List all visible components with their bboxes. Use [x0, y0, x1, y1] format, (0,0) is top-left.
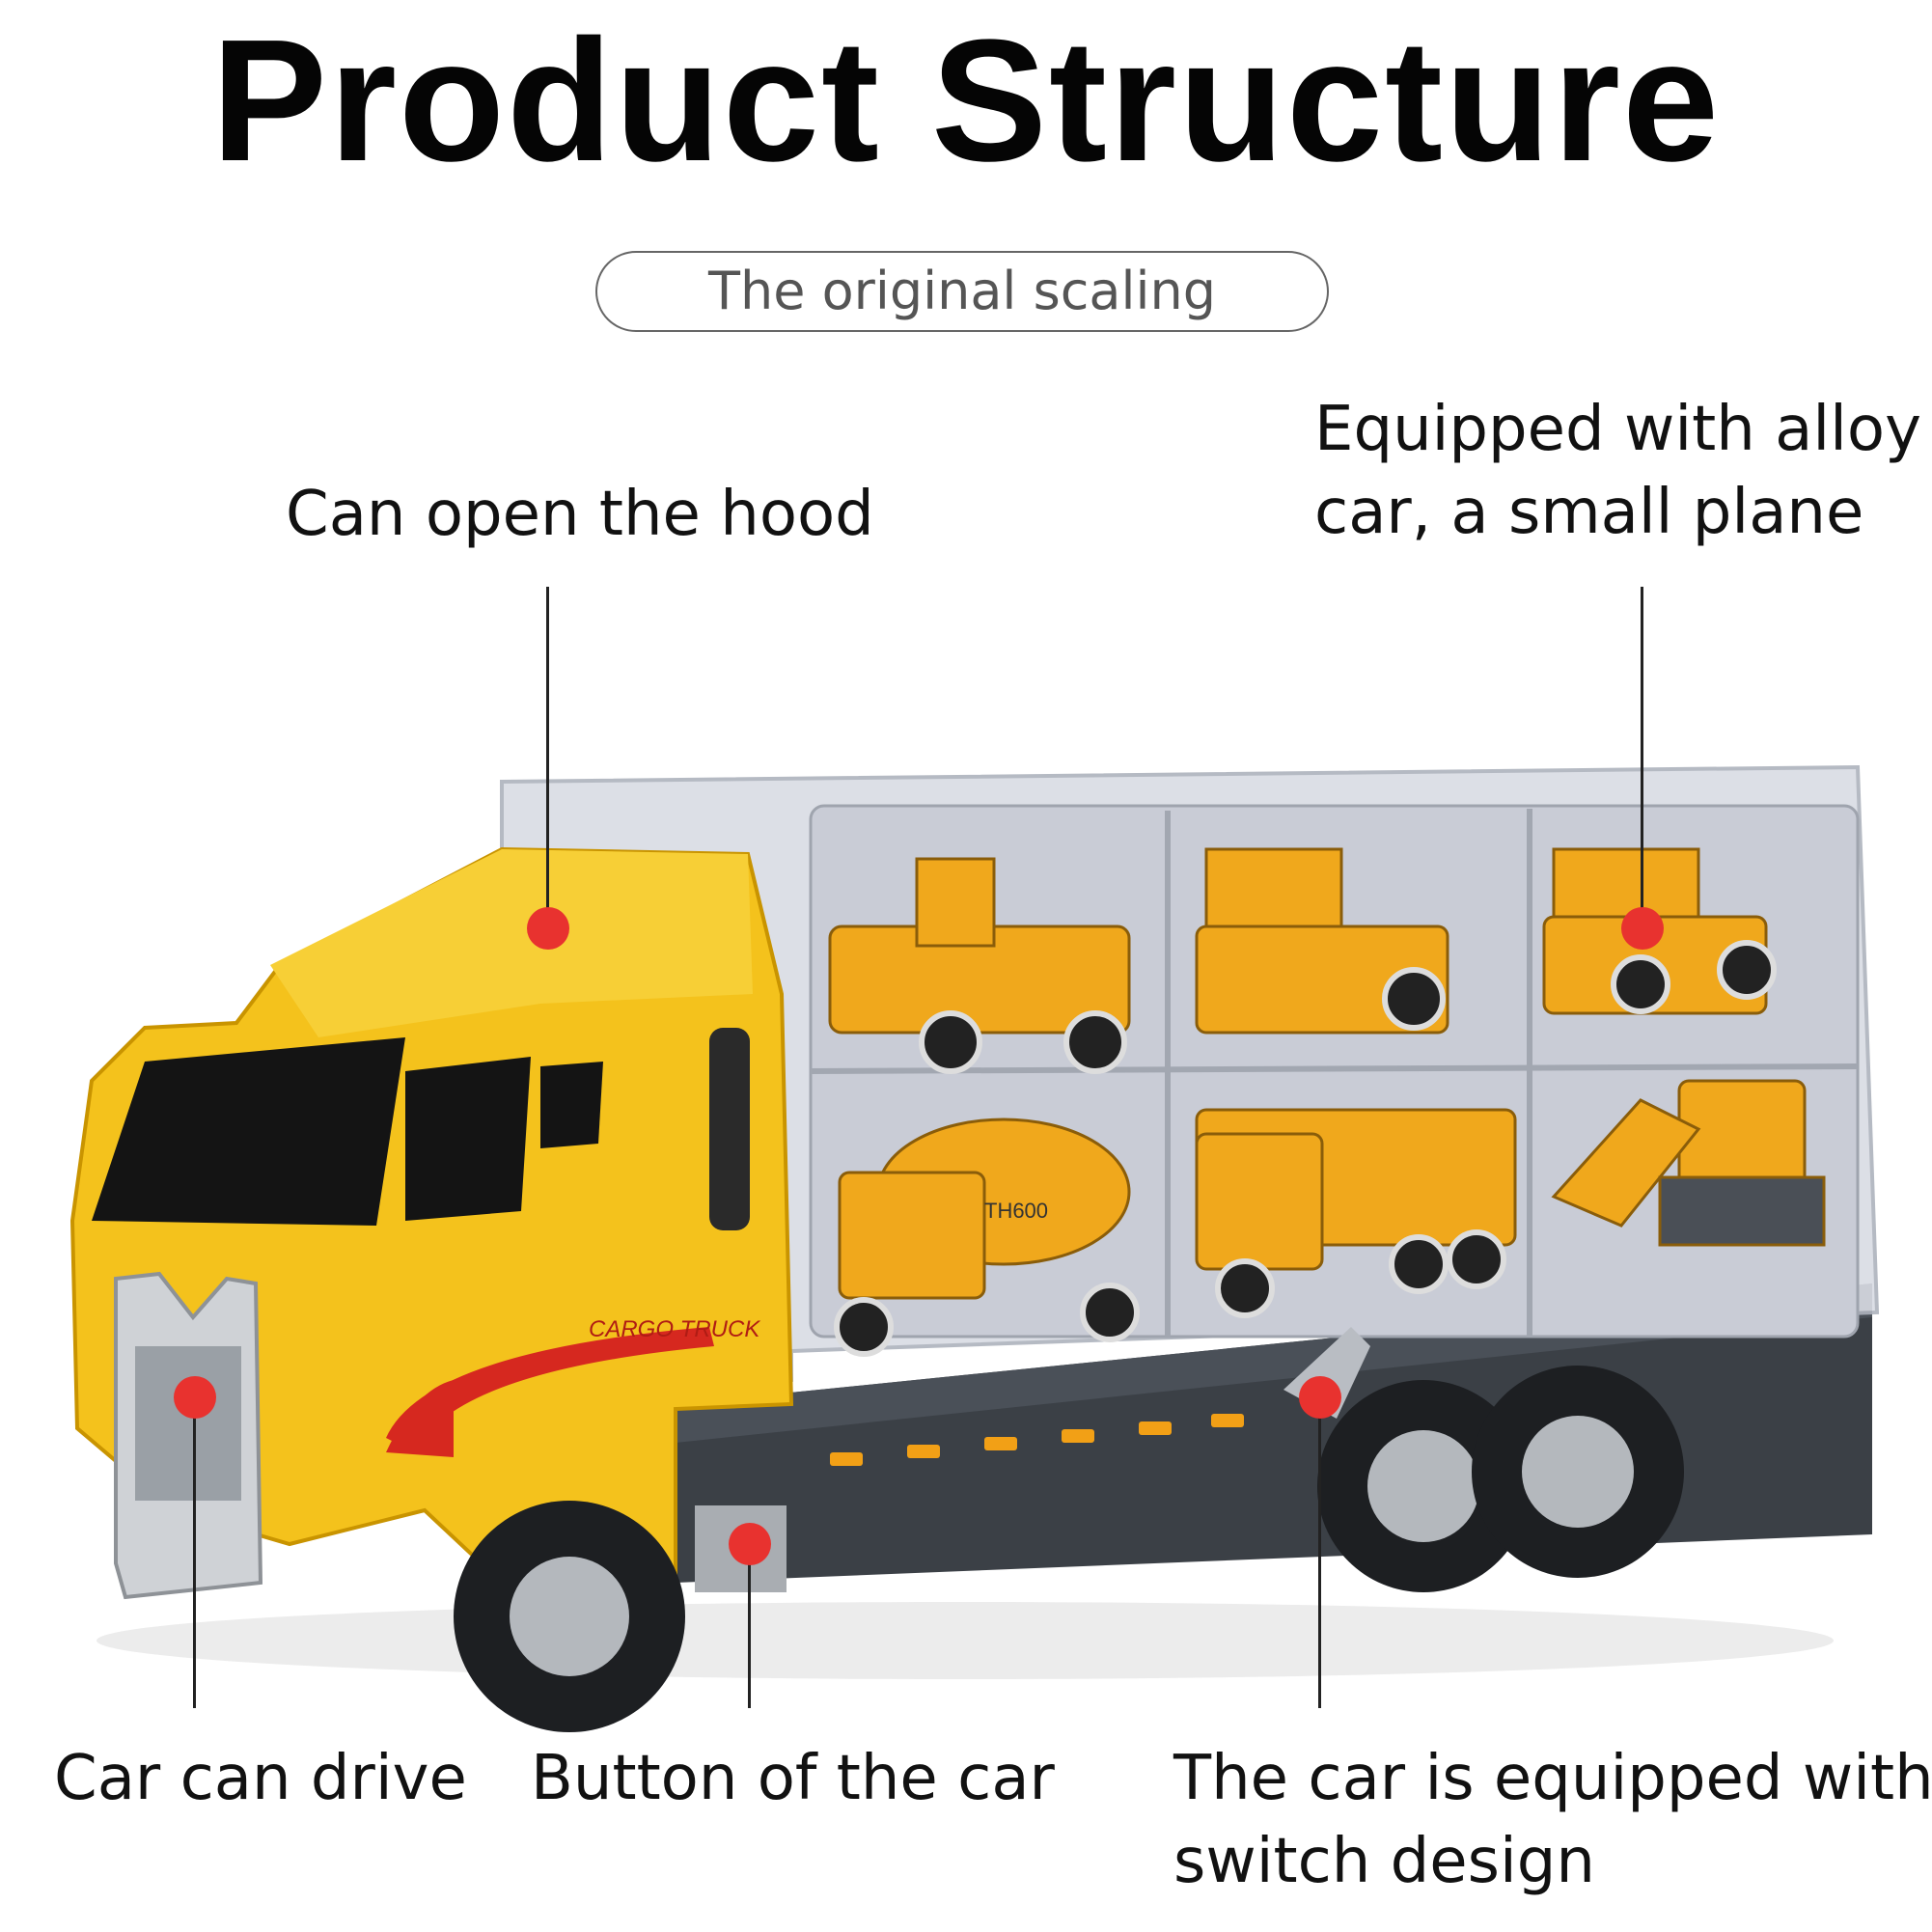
callout-alloy-line2: car, a small plane [1314, 477, 1864, 549]
scale-tag: The original scaling [595, 251, 1329, 332]
leader-line-alloy [1641, 587, 1643, 926]
leader-line-switch [1318, 1399, 1321, 1708]
callout-switch: The car is equipped with switch design [1173, 1737, 1932, 1904]
truck-cab: CARGO TRUCK [69, 846, 794, 1605]
cargo-truck-label: CARGO TRUCK [589, 1316, 760, 1342]
callout-hood: Can open the hood [286, 479, 874, 550]
alloy-car-marker [1621, 907, 1664, 950]
leader-line-drive [193, 1399, 196, 1708]
callout-alloy-line1: Equipped with alloy [1314, 394, 1921, 465]
leader-line-hood [546, 587, 549, 926]
callout-switch-line2: switch design [1173, 1826, 1595, 1898]
callout-drive: Car can drive [54, 1743, 467, 1814]
mixer-label: TH600 [984, 1199, 1048, 1223]
page-title: Product Structure [210, 4, 1722, 198]
callout-switch-line1: The car is equipped with [1173, 1743, 1932, 1814]
hood-marker [527, 907, 569, 950]
callout-alloy: Equipped with alloy car, a small plane [1314, 388, 1921, 555]
switch-marker [1299, 1376, 1341, 1419]
truck-wheels [454, 1366, 1684, 1732]
drive-marker [174, 1376, 216, 1419]
leader-line-button [748, 1544, 751, 1708]
button-marker [729, 1523, 771, 1565]
transparent-car-storage: TH600 [500, 764, 1880, 1393]
callout-button: Button of the car [531, 1743, 1055, 1814]
